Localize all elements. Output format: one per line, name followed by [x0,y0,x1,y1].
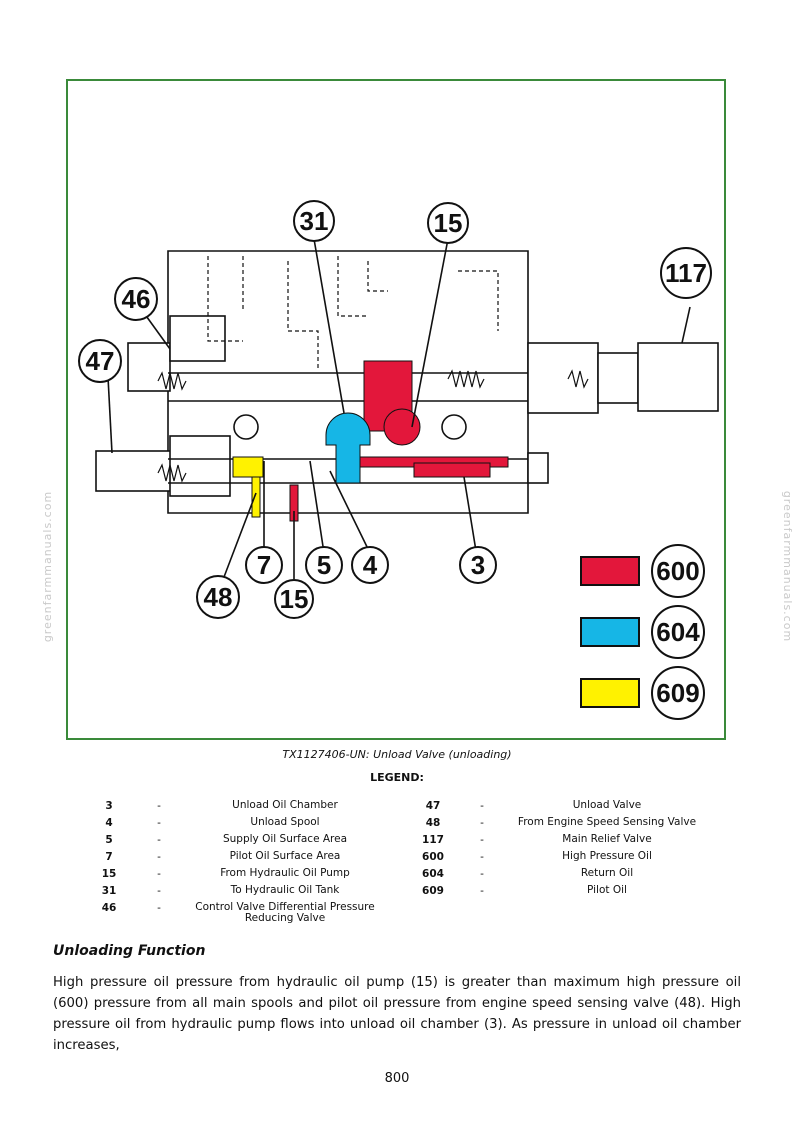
color-key-circle-609 [651,666,705,720]
legend-number: 117 [422,834,444,846]
legend-dash: - [480,800,484,812]
legend-description: From Hydraulic Oil Pump [220,867,350,879]
figure-frame: 31 15 117 46 47 7 5 4 3 48 15 600 604 609 [66,79,726,740]
legend-dash: - [157,885,161,897]
page-number: 800 [384,1071,410,1086]
callout-15-bottom-label: 15 [280,584,309,614]
callout-46-circle [114,277,158,321]
legend-number: 46 [101,902,117,914]
legend-title: LEGEND: [370,771,424,784]
callout-47-circle [78,339,122,383]
callout-3-label: 3 [471,550,485,580]
callout-5-circle [305,546,343,584]
legend-description: Return Oil [580,867,634,879]
callout-3-circle [459,546,497,584]
callout-7-label: 7 [257,550,271,580]
watermark-right: greenfarmmanuals.com [781,490,794,643]
callout-47-label: 47 [86,346,115,376]
color-key-label-604: 604 [656,617,700,647]
callout-46-label: 46 [122,284,151,314]
section-heading: Unloading Function [53,943,206,959]
legend-description: Main Relief Valve [562,833,652,845]
legend-description: Pilot Oil Surface Area [229,850,341,862]
callout-117-label: 117 [665,258,707,288]
legend-description: From Engine Speed Sensing Valve [517,816,697,828]
legend-dash: - [480,834,484,846]
legend-dash: - [480,851,484,863]
color-key-circle-604 [651,605,705,659]
color-key-label-609: 609 [656,678,699,708]
legend-number: 604 [422,868,444,880]
figure-caption: TX1127406-UN: Unload Valve (unloading) [282,748,512,761]
callout-48-label: 48 [204,582,233,612]
callout-31-circle [293,200,335,242]
body-paragraph: High pressure oil pressure from hydrauli… [53,975,741,1053]
legend-dash: - [157,800,161,812]
legend-description: Unload Valve [572,799,642,811]
callout-7-circle [245,546,283,584]
color-key-circle-600 [651,544,705,598]
legend-number: 7 [105,851,113,863]
legend-dash: - [157,851,161,863]
legend-dash: - [480,868,484,880]
watermark-left: greenfarmmanuals.com [41,490,55,643]
legend-number: 4 [105,817,113,829]
legend-number: 600 [422,851,444,863]
callout-117-circle [660,247,712,299]
legend-dash: - [157,834,161,846]
legend-description: Supply Oil Surface Area [222,833,348,845]
legend-number: 48 [425,817,441,829]
legend-number: 31 [101,885,117,897]
legend-dash: - [157,902,161,914]
callout-4-label: 4 [363,550,378,580]
legend-dash: - [480,885,484,897]
callout-4-circle [351,546,389,584]
color-swatch-609 [580,678,640,708]
callout-15-top-circle [427,202,469,244]
legend-description: Pilot Oil [587,884,627,896]
legend-number: 15 [101,868,117,880]
callout-15-bottom-circle [274,579,314,619]
legend-description: Unload Oil Chamber [232,799,338,811]
color-swatch-604 [580,617,640,647]
legend-description: Control Valve Differential Pressure Redu… [195,901,375,924]
unload-valve-diagram: 31 15 117 46 47 7 5 4 3 48 15 600 604 609 [78,200,719,720]
callout-15-top-label: 15 [434,208,463,238]
legend-number: 3 [105,800,113,812]
legend-description: To Hydraulic Oil Tank [230,884,340,896]
legend-description: Unload Spool [250,816,320,828]
color-key-label-600: 600 [656,556,699,586]
legend-number: 5 [105,834,113,846]
legend-number: 47 [425,800,441,812]
callout-5-label: 5 [317,550,331,580]
callout-48-circle [196,575,240,619]
legend-dash: - [157,817,161,829]
legend-dash: - [480,817,484,829]
legend-dash: - [157,868,161,880]
legend-number: 609 [422,885,444,897]
color-key: 600 604 609 [580,544,705,720]
color-swatch-600 [580,556,640,586]
callout-31-label: 31 [300,206,329,236]
legend-description: High Pressure Oil [562,850,652,862]
